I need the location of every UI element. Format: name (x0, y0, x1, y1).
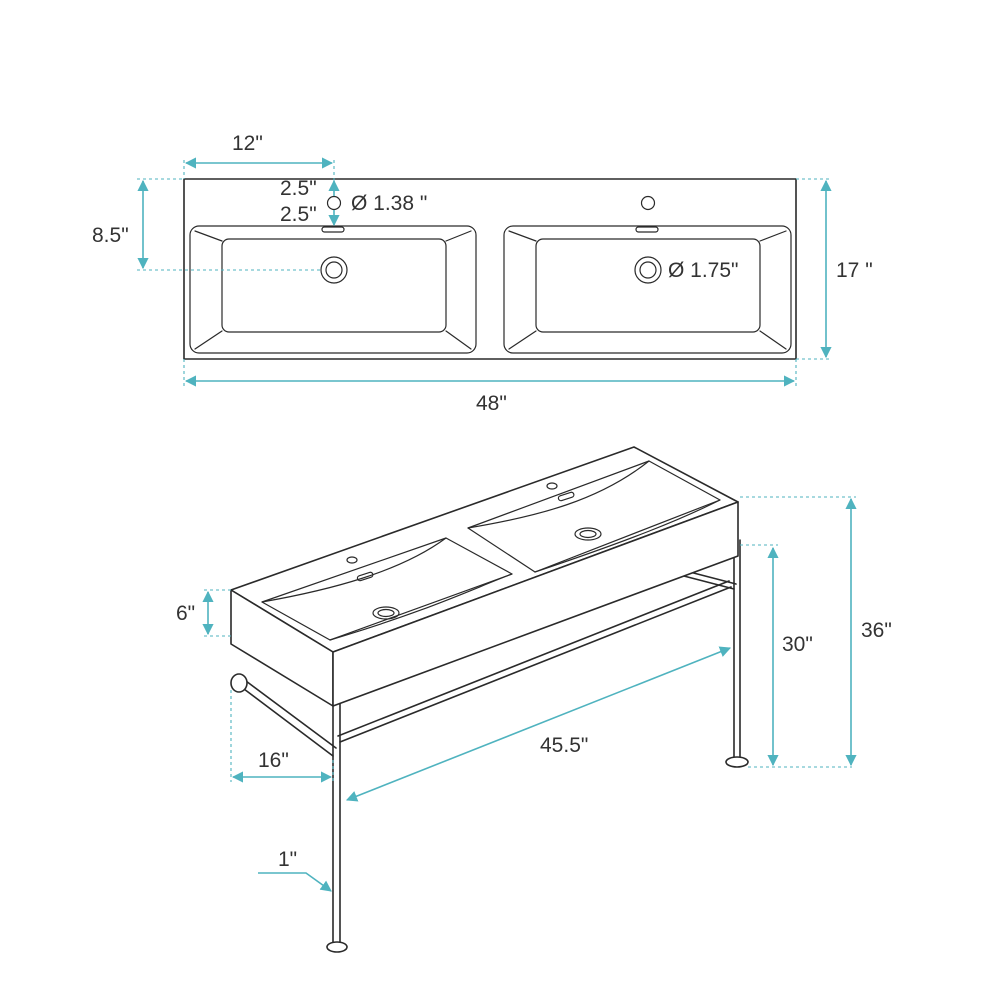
drain-offset-x-label: 12" (232, 132, 263, 155)
towel-bar-depth-label: 16" (258, 749, 289, 772)
right-overflow (635, 226, 659, 233)
right-basin-top (503, 195, 792, 354)
towel-bar (239, 685, 334, 757)
leg-height-label: 30" (782, 633, 813, 656)
top-view-outline (183, 178, 797, 360)
perspective-view: 6" 16" 45.5" 1" 30" 36" (176, 446, 892, 953)
right-leg-foot (725, 756, 749, 768)
right-drain (634, 256, 662, 284)
faucet-offset-bottom-label: 2.5" (280, 203, 317, 226)
faucet-offset-top-label: 2.5" (280, 177, 317, 200)
faucet-hole-label: Ø 1.38 " (351, 192, 427, 215)
drain-diameter-label: Ø 1.75" (668, 259, 739, 282)
drain-offset-y-label: 8.5" (92, 224, 129, 247)
left-faucet-hole (326, 195, 342, 211)
top-view: 12" 8.5" 2.5" 2.5" Ø 1.38 " Ø 1.75" 17 "… (92, 132, 873, 415)
basin-height-label: 6" (176, 602, 195, 625)
leg-span-label: 45.5" (540, 734, 588, 757)
width-label: 48" (476, 392, 507, 415)
leg-diameter-label: 1" (278, 848, 297, 871)
left-basin-top (189, 195, 477, 354)
left-basin-bowl (261, 537, 513, 641)
right-basin-bowl (467, 460, 721, 573)
right-faucet-hole (640, 195, 656, 211)
depth-label: 17 " (836, 259, 873, 282)
left-drain (320, 256, 348, 284)
total-height-label: 36" (861, 619, 892, 642)
left-leg-foot (326, 941, 348, 953)
left-overflow (321, 226, 345, 233)
